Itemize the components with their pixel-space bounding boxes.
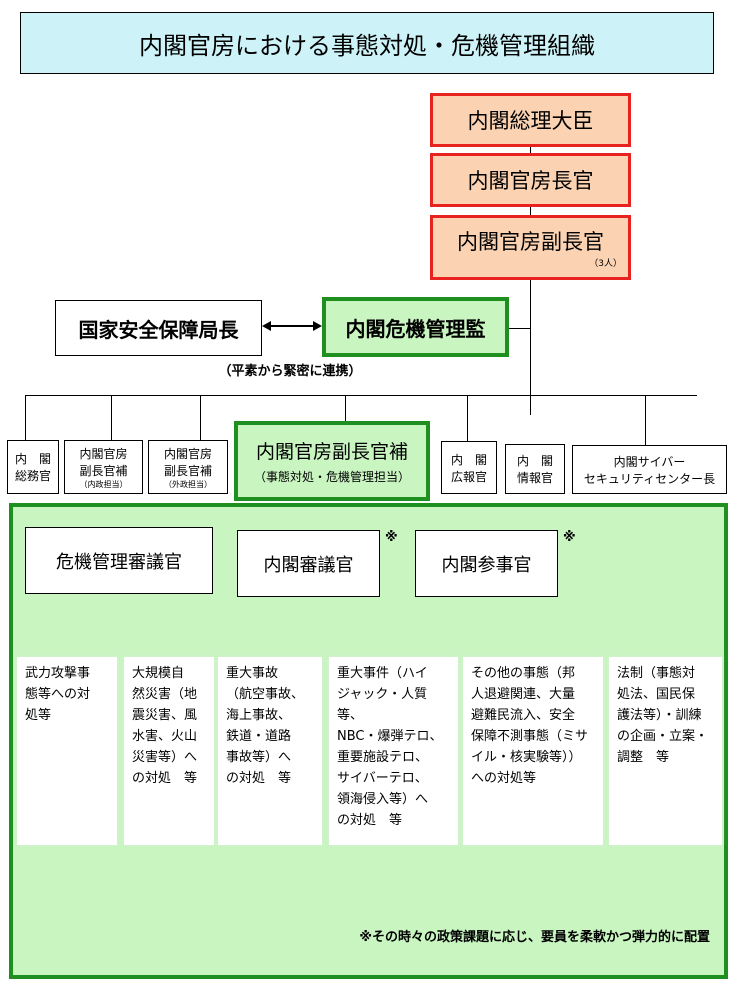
connector-line bbox=[530, 147, 531, 153]
cyber-security-center-box: 内閣サイバー セキュリティセンター長 bbox=[572, 445, 727, 494]
nss-secretary-general-box: 国家安全保障局長 bbox=[55, 300, 262, 356]
branch-drop bbox=[200, 395, 201, 440]
duty-armed-attack: 武力攻撃事 態等への対 処等 bbox=[17, 657, 117, 845]
assistant-crisis-title: 内閣官房副長官補 bbox=[255, 441, 408, 463]
connector-line bbox=[530, 207, 531, 215]
liaison-note: （平素から緊密に連携） bbox=[218, 364, 362, 379]
duty-major-accident: 重大事故 （航空事故、 海上事故、 鉄道・道路 事故等）へ の対処 等 bbox=[218, 657, 322, 845]
prime-minister-box: 内閣総理大臣 bbox=[430, 93, 631, 147]
footnote: ※その時々の政策課題に応じ、要員を柔軟かつ弾力的に配置 bbox=[359, 930, 710, 945]
cabinet-public-relations-box: 内 閣 広報官 bbox=[441, 441, 497, 494]
assistant-foreign-title: 内閣官房 副長官補 bbox=[163, 446, 212, 478]
branch-drop bbox=[645, 395, 646, 445]
note-mark: ※ bbox=[385, 530, 398, 545]
bidirectional-arrow-icon bbox=[262, 318, 322, 334]
crisis-management-director-box: 内閣危機管理監 bbox=[322, 297, 509, 357]
assistant-domestic-sub: （内政担当） bbox=[79, 479, 128, 489]
assistant-crisis-box: 内閣官房副長官補 （事態対処・危機管理担当） bbox=[234, 421, 430, 501]
duty-natural-disaster: 大規模自 然災害（地 震災害、風 水害、火山 災害等）へ の対処 等 bbox=[124, 657, 214, 845]
branch-drop bbox=[25, 395, 26, 440]
duty-other-situations: その他の事態（邦 人退避関連、大量 避難民流入、安全 保障不測事態（ミサ イル・… bbox=[463, 657, 603, 845]
branch-drop bbox=[345, 395, 346, 421]
assistant-foreign-box: 内閣官房 副長官補 （外政担当） bbox=[148, 440, 228, 494]
duty-legislation-training: 法制（事態対 処法、国民保 護法等）・訓練 の企画・立案・ 調整 等 bbox=[609, 657, 722, 845]
cabinet-general-affairs-box: 内 閣 総務官 bbox=[7, 440, 59, 494]
connector-line bbox=[530, 280, 531, 415]
cabinet-intelligence-box: 内 閣 情報官 bbox=[505, 444, 565, 494]
branch-line bbox=[25, 395, 697, 396]
connector-line bbox=[509, 328, 530, 329]
diagram-title: 内閣官房における事態対処・危機管理組織 bbox=[20, 12, 714, 74]
assistant-foreign-sub: （外政担当） bbox=[164, 479, 212, 489]
deputy-chief-cabinet-secretary-box: 内閣官房副長官 （3人） bbox=[430, 215, 631, 280]
assistant-domestic-box: 内閣官房 副長官補 （内政担当） bbox=[64, 440, 143, 494]
duty-major-incident: 重大事件（ハイ ジャック・人質等、 NBC・爆弾テロ、 重要施設テロ、 サイバー… bbox=[329, 657, 458, 845]
branch-drop bbox=[467, 395, 468, 441]
assistant-domestic-title: 内閣官房 副長官補 bbox=[79, 446, 128, 478]
cabinet-councillor-box: 内閣審議官 bbox=[237, 530, 380, 597]
deputy-title: 内閣官房副長官 bbox=[457, 230, 604, 254]
chief-cabinet-secretary-box: 内閣官房長官 bbox=[430, 153, 631, 207]
deputy-count: （3人） bbox=[589, 259, 622, 269]
cabinet-counsellor-box: 内閣参事官 bbox=[415, 530, 558, 597]
crisis-councillor-box: 危機管理審議官 bbox=[25, 527, 213, 594]
note-mark: ※ bbox=[563, 530, 576, 545]
branch-drop bbox=[111, 395, 112, 440]
assistant-crisis-sub: （事態対処・危機管理担当） bbox=[253, 470, 410, 484]
